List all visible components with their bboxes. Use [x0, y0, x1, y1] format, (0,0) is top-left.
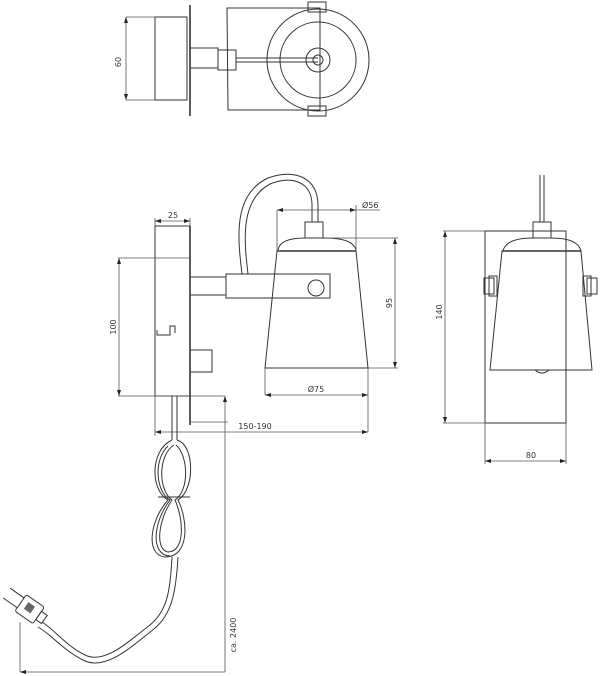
dim-front-height: 140 — [435, 304, 444, 319]
dim-mount-height: 100 — [109, 319, 118, 334]
side-view: Ø56 95 Ø75 25 100 150-190 — [109, 173, 398, 436]
dim-shade-height: 95 — [385, 298, 394, 308]
dim-cord-length: ca. 2400 — [229, 618, 238, 653]
dim-plate-depth: 25 — [168, 211, 178, 220]
dim-top-depth: 60 — [114, 57, 123, 67]
plug-icon — [2, 587, 48, 625]
dim-front-width: 80 — [526, 451, 536, 460]
dim-shade-bottom-diameter: Ø75 — [308, 384, 324, 394]
dim-shade-top-diameter: Ø56 — [362, 200, 378, 210]
power-cord: ca. 2400 — [2, 396, 238, 674]
dim-projection: 150-190 — [238, 422, 271, 431]
front-view: 140 80 — [435, 175, 598, 464]
top-view: 60 — [114, 1, 370, 117]
